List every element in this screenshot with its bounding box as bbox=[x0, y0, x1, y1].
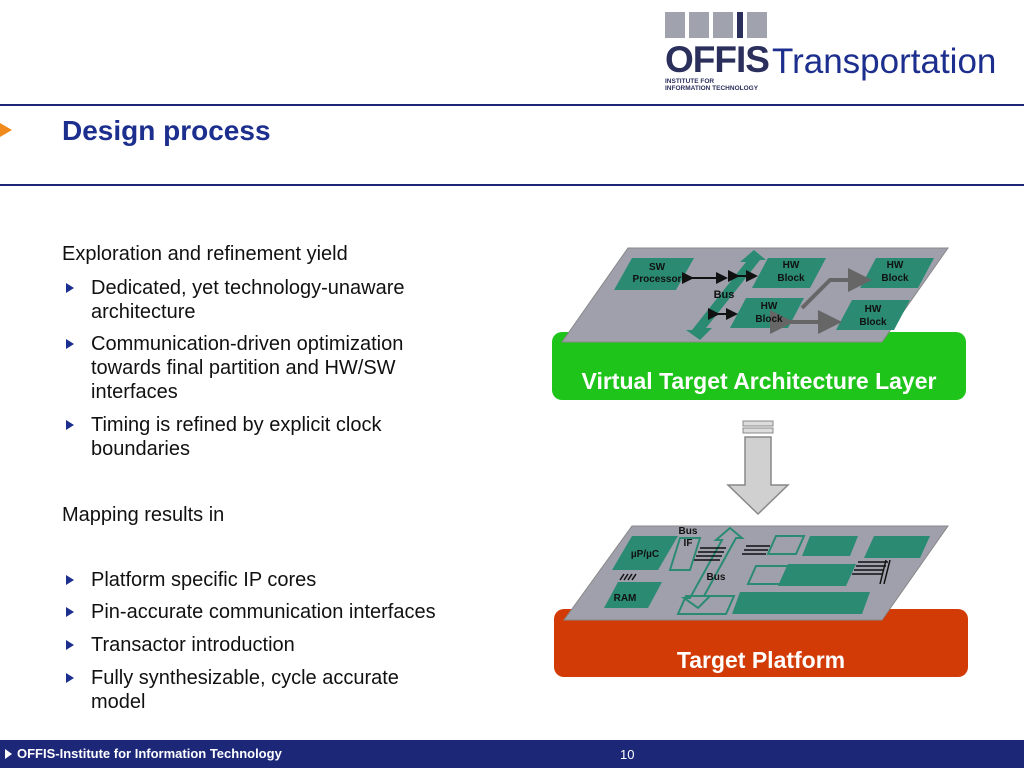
bullet-arrow-icon bbox=[66, 640, 74, 650]
logo-subtitle: INSTITUTE FOR INFORMATION TECHNOLOGY bbox=[665, 78, 775, 92]
bullet-line: interfaces bbox=[91, 381, 178, 403]
architecture-diagram: Virtual Target Architecture Layer Target… bbox=[540, 230, 1010, 700]
hw-block-2-label-1: HW bbox=[887, 260, 904, 271]
bullet-line: Platform specific IP cores bbox=[91, 569, 317, 591]
down-arrow-icon bbox=[726, 436, 790, 516]
hw-block-4-label-1: HW bbox=[865, 304, 882, 315]
intro-mapping: Mapping results in bbox=[62, 504, 225, 526]
diagram-graphics: SW Processor HW Block HW Block HW Block … bbox=[561, 247, 949, 621]
bullet-line: Dedicated, yet technology-unaware bbox=[91, 277, 405, 299]
bus-if-label-2: IF bbox=[684, 538, 693, 549]
bullet-arrow-icon bbox=[66, 339, 74, 349]
bullet-line: boundaries bbox=[91, 438, 190, 460]
bus-if-outline-4 bbox=[676, 595, 736, 615]
hw-block-3-label-2: Block bbox=[755, 314, 783, 325]
bullet-arrow-icon bbox=[66, 607, 74, 617]
hw-block-4-label-2: Block bbox=[859, 317, 887, 328]
header-rule-top bbox=[0, 104, 1024, 106]
hw-block-1-label-1: HW bbox=[783, 260, 800, 271]
sw-processor-label-2: Processor bbox=[633, 274, 682, 285]
ip-block-3 bbox=[778, 564, 856, 586]
bus-if-outline-3 bbox=[746, 565, 790, 585]
hw-block-1-label-2: Block bbox=[777, 273, 805, 284]
bullet-line: architecture bbox=[91, 301, 196, 323]
logo-offis-text: OFFIS bbox=[665, 39, 770, 80]
hw-block-1 bbox=[752, 258, 826, 288]
slide-title: Design process bbox=[62, 115, 271, 146]
bullet-line: Timing is refined by explicit clock bbox=[91, 414, 382, 436]
bus-if-outline-2 bbox=[766, 535, 806, 555]
bullet-arrow-icon bbox=[66, 420, 74, 430]
pin-lines bbox=[619, 545, 891, 585]
bullet-arrow-icon bbox=[66, 673, 74, 683]
ram-label: RAM bbox=[614, 593, 637, 604]
target-platform-label: Target Platform bbox=[676, 647, 846, 673]
hw-block-4 bbox=[836, 300, 910, 330]
upper-bus-label: Bus bbox=[714, 289, 735, 301]
up-uc-block bbox=[612, 536, 678, 570]
bullet-arrow-icon bbox=[66, 575, 74, 585]
bullet-line: towards final partition and HW/SW bbox=[91, 357, 396, 379]
sw-processor-block bbox=[614, 258, 694, 290]
bullet-line: Pin-accurate communication interfaces bbox=[91, 601, 436, 623]
logo-sub-line-2: INFORMATION TECHNOLOGY bbox=[665, 85, 759, 92]
hw-block-2 bbox=[860, 258, 934, 288]
ip-block-1 bbox=[802, 536, 858, 556]
ip-block-4 bbox=[732, 592, 870, 614]
lower-bus-shape bbox=[680, 526, 745, 610]
sw-processor-label-1: SW bbox=[649, 262, 666, 273]
lower-bus-label: Bus bbox=[707, 572, 726, 583]
logo-sub-line-1: INSTITUTE FOR bbox=[665, 78, 715, 85]
up-uc-label: µP/µC bbox=[631, 549, 659, 560]
footer-arrow-icon bbox=[5, 749, 12, 759]
logo-division-text: Transportation bbox=[772, 42, 997, 81]
connector-bar-2 bbox=[742, 427, 774, 434]
bullet-line: model bbox=[91, 691, 146, 713]
title-arrow-icon bbox=[0, 123, 12, 137]
page-number: 10 bbox=[620, 747, 635, 762]
offis-logo: OFFIS Transportation INSTITUTE FOR INFOR… bbox=[665, 12, 1005, 92]
logo-blocks-icon bbox=[665, 12, 767, 38]
bus-if-label-1: Bus bbox=[679, 526, 698, 537]
bullet-line: Communication-driven optimization bbox=[91, 333, 404, 355]
virtual-layer-box: Virtual Target Architecture Layer bbox=[552, 332, 966, 400]
ram-block bbox=[604, 582, 662, 608]
bullet-line: Transactor introduction bbox=[91, 634, 295, 656]
connector-bar-1 bbox=[742, 420, 774, 427]
footer-institute: OFFIS-Institute for Information Technolo… bbox=[17, 746, 282, 761]
bullet-line: Fully synthesizable, cycle accurate bbox=[91, 667, 399, 689]
bullet-arrow-icon bbox=[66, 283, 74, 293]
hw-block-3-label-1: HW bbox=[761, 301, 778, 312]
header-rule-bottom bbox=[0, 184, 1024, 186]
intro-exploration: Exploration and refinement yield bbox=[62, 243, 348, 265]
hw-block-2-label-2: Block bbox=[881, 273, 909, 284]
ip-block-2 bbox=[864, 536, 930, 558]
bus-if-outline-1 bbox=[668, 537, 702, 571]
hw3-to-hw2-arrow bbox=[800, 268, 872, 310]
virtual-layer-label: Virtual Target Architecture Layer bbox=[581, 368, 937, 394]
footer-bar: OFFIS-Institute for Information Technolo… bbox=[0, 740, 1024, 768]
